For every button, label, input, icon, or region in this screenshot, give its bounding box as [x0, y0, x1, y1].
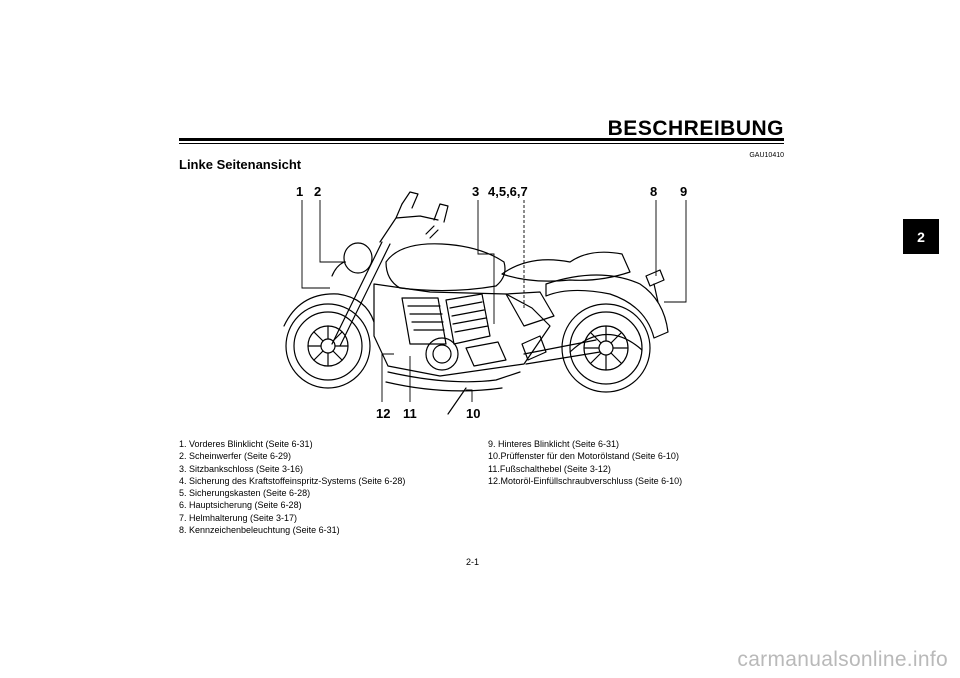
section-title: Linke Seitenansicht: [179, 157, 302, 172]
mirror-left: [401, 191, 419, 209]
header-rule-thick: [179, 138, 784, 141]
legend-item: 8. Kennzeichenbeleuchtung (Seite 6-31): [179, 525, 340, 536]
rear-turn-signal: [645, 269, 665, 287]
leader-lines: [301, 200, 687, 402]
page-title: BESCHREIBUNG: [607, 117, 784, 140]
legend-item: 5. Sicherungskasten (Seite 6-28): [179, 488, 311, 499]
legend-left: 1. Vorderes Blinklicht (Seite 6-31) 2. S…: [179, 438, 405, 536]
front-fender: [283, 293, 375, 327]
callout-11: 11: [403, 406, 417, 421]
watermark[interactable]: carmanualsonline.info: [737, 648, 948, 671]
legend-item: 11.Fußschalthebel (Seite 3-12): [488, 463, 611, 474]
legend-item: 3. Sitzbankschloss (Seite 3-16): [179, 463, 304, 474]
callout-10: 10: [466, 406, 480, 421]
section-code: GAU10410: [749, 152, 784, 159]
page-number: 2-1: [466, 557, 480, 567]
callout-12: 12: [376, 406, 390, 421]
chapter-tab[interactable]: 2: [903, 219, 939, 254]
callout-labels: 1 2 3 4,5,6,7 8 9 10 11 12: [296, 184, 687, 421]
handlebars: [379, 203, 439, 243]
legend-item: 2. Scheinwerfer (Seite 6-29): [179, 451, 292, 462]
front-fork: [331, 241, 391, 347]
front-wheel: [285, 303, 371, 389]
side-cover: [505, 291, 555, 327]
headlight: [343, 242, 373, 274]
rear-wheel: [561, 303, 651, 393]
legend-item: 12.Motoröl-Einfüllschraubverschluss (Sei…: [488, 475, 683, 486]
header-rule-thin: [179, 143, 784, 144]
engine: [401, 293, 507, 371]
callout-9: 9: [680, 184, 687, 199]
fuel-tank: [385, 243, 506, 292]
legend-item: 6. Hauptsicherung (Seite 6-28): [179, 500, 302, 511]
callout-8: 8: [650, 184, 657, 199]
legend-item: 4. Sicherung des Kraftstoffeinspritz-Sys…: [179, 475, 406, 486]
callout-1: 1: [296, 184, 303, 199]
callout-3: 3: [472, 184, 479, 199]
frame: [373, 283, 551, 377]
rear-fender: [545, 274, 669, 339]
callout-4-7: 4,5,6,7: [488, 184, 528, 199]
exhaust: [385, 371, 521, 392]
legend-item: 10.Prüffenster für den Motorölstand (Sei…: [488, 451, 679, 462]
callout-2: 2: [314, 184, 321, 199]
mirror-right: [433, 203, 449, 223]
legend-item: 1. Vorderes Blinklicht (Seite 6-31): [179, 439, 313, 449]
legend-item: 7. Helmhalterung (Seite 3-17): [179, 512, 298, 523]
legend-item: 9. Hinteres Blinklicht (Seite 6-31): [488, 439, 620, 449]
seat: [501, 251, 631, 282]
legend-right: 9. Hinteres Blinklicht (Seite 6-31) 10.P…: [488, 438, 682, 487]
motorcycle-illustration: 1 2 3 4,5,6,7 8 9 10 11 12: [283, 184, 687, 421]
kickstand: [447, 387, 467, 415]
